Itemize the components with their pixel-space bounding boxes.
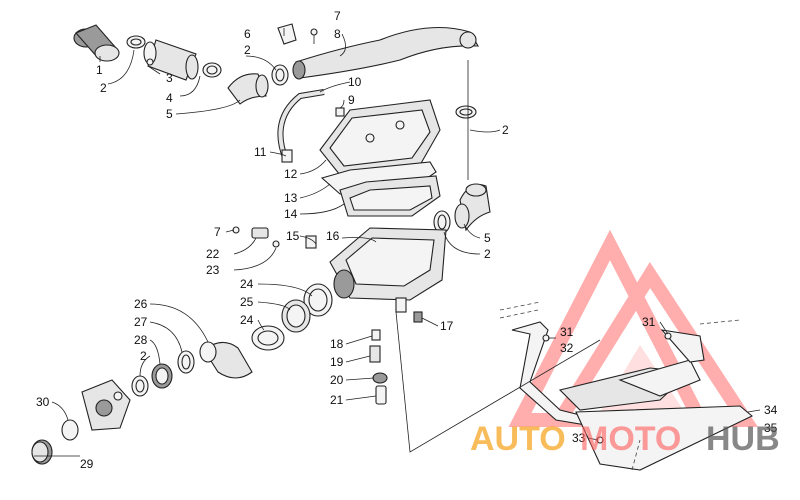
callout-25: 25	[240, 295, 254, 309]
clamp-2	[202, 62, 222, 78]
leader-lines	[34, 28, 761, 457]
clamp-right-mid	[433, 210, 451, 234]
elbow-right	[454, 183, 491, 232]
foam-filter	[73, 24, 120, 62]
callout-14: 14	[284, 207, 298, 221]
callout-30: 30	[36, 395, 50, 409]
callout-32: 32	[560, 341, 574, 355]
callout-23: 23	[206, 263, 220, 277]
intake-tube	[143, 39, 199, 81]
clamp-24-upper	[303, 283, 333, 317]
callout-19: 19	[330, 355, 344, 369]
small-fitting	[146, 58, 154, 66]
callout-16: 16	[326, 229, 340, 243]
callout-13: 13	[284, 191, 298, 205]
callout-17: 17	[440, 319, 454, 333]
callout-35: 35	[764, 421, 778, 435]
clamp-right-top	[455, 105, 477, 119]
clamp-30	[61, 419, 79, 441]
watermark-text: AUTO MOTO HUB	[470, 420, 780, 458]
callout-12: 12	[284, 167, 298, 181]
callout-4: 4	[166, 91, 173, 105]
callout-9: 9	[348, 93, 355, 107]
throttle-body	[81, 379, 131, 431]
callout-34: 34	[764, 403, 778, 417]
callout-15: 15	[286, 229, 300, 243]
callout-27: 27	[134, 315, 148, 329]
elbow-boot	[227, 73, 269, 105]
screw-31-right	[664, 332, 672, 340]
callout-6: 6	[244, 27, 251, 41]
callout-5a: 5	[166, 107, 173, 121]
grommet-20	[372, 372, 388, 384]
temp-sensor-22	[251, 227, 269, 239]
screw-7-top	[310, 28, 318, 44]
o-ring-23	[272, 240, 280, 248]
drain-tube-19	[369, 345, 381, 363]
clamp-1	[126, 35, 146, 49]
callout-2d: 2	[484, 247, 491, 261]
callout-2c: 2	[502, 123, 509, 137]
air-filter-element	[339, 175, 441, 217]
callout-29: 29	[80, 457, 94, 471]
callout-18: 18	[330, 337, 344, 351]
callout-21: 21	[330, 393, 344, 407]
clip-15	[305, 235, 317, 249]
callout-24a: 24	[240, 277, 254, 291]
clamp-2-lower	[131, 375, 149, 397]
callout-labels: 1 2 3 4 5 2 6 7 8 10 9 2 11 12 13 14 5 2…	[36, 9, 778, 471]
callout-2b: 2	[244, 43, 251, 57]
callout-20: 20	[330, 373, 344, 387]
coupler-25	[281, 299, 311, 333]
snorkel-duct	[292, 26, 479, 80]
drain-valve-17	[413, 311, 423, 323]
callout-10: 10	[348, 75, 362, 89]
callout-2e: 2	[140, 349, 147, 363]
callout-7b: 7	[214, 225, 221, 239]
callout-3: 3	[166, 71, 173, 85]
callout-28: 28	[134, 333, 148, 347]
clamp-18	[371, 329, 381, 341]
heat-shield-plate	[575, 405, 754, 471]
airbox-base	[329, 227, 447, 313]
dashed-guides	[499, 301, 741, 471]
callout-31b: 31	[642, 315, 656, 329]
clamp-24-lower	[251, 325, 285, 351]
callout-5b: 5	[484, 231, 491, 245]
watermark-moto: MOTO	[580, 420, 681, 458]
adapter-28	[151, 363, 173, 389]
callout-26: 26	[134, 297, 148, 311]
throttle-boot-26	[199, 341, 253, 379]
coupler-29	[31, 439, 53, 465]
airbox-lid	[319, 99, 441, 176]
callout-22: 22	[206, 247, 220, 261]
callout-31a: 31	[560, 325, 574, 339]
callout-33: 33	[572, 431, 586, 445]
clamp-27	[177, 350, 195, 374]
watermark-auto: AUTO	[470, 420, 566, 458]
callout-7a: 7	[334, 9, 341, 23]
callout-1: 1	[96, 63, 103, 77]
drain-cap-21	[375, 385, 387, 405]
hose-fitting-9	[335, 107, 345, 117]
callout-24b: 24	[240, 313, 254, 327]
watermark-hub: HUB	[706, 420, 780, 458]
callout-2a: 2	[100, 81, 107, 95]
hose-clamp-11	[281, 149, 293, 163]
callout-8: 8	[334, 27, 341, 41]
clip-6	[277, 23, 297, 45]
callout-11: 11	[254, 145, 267, 159]
